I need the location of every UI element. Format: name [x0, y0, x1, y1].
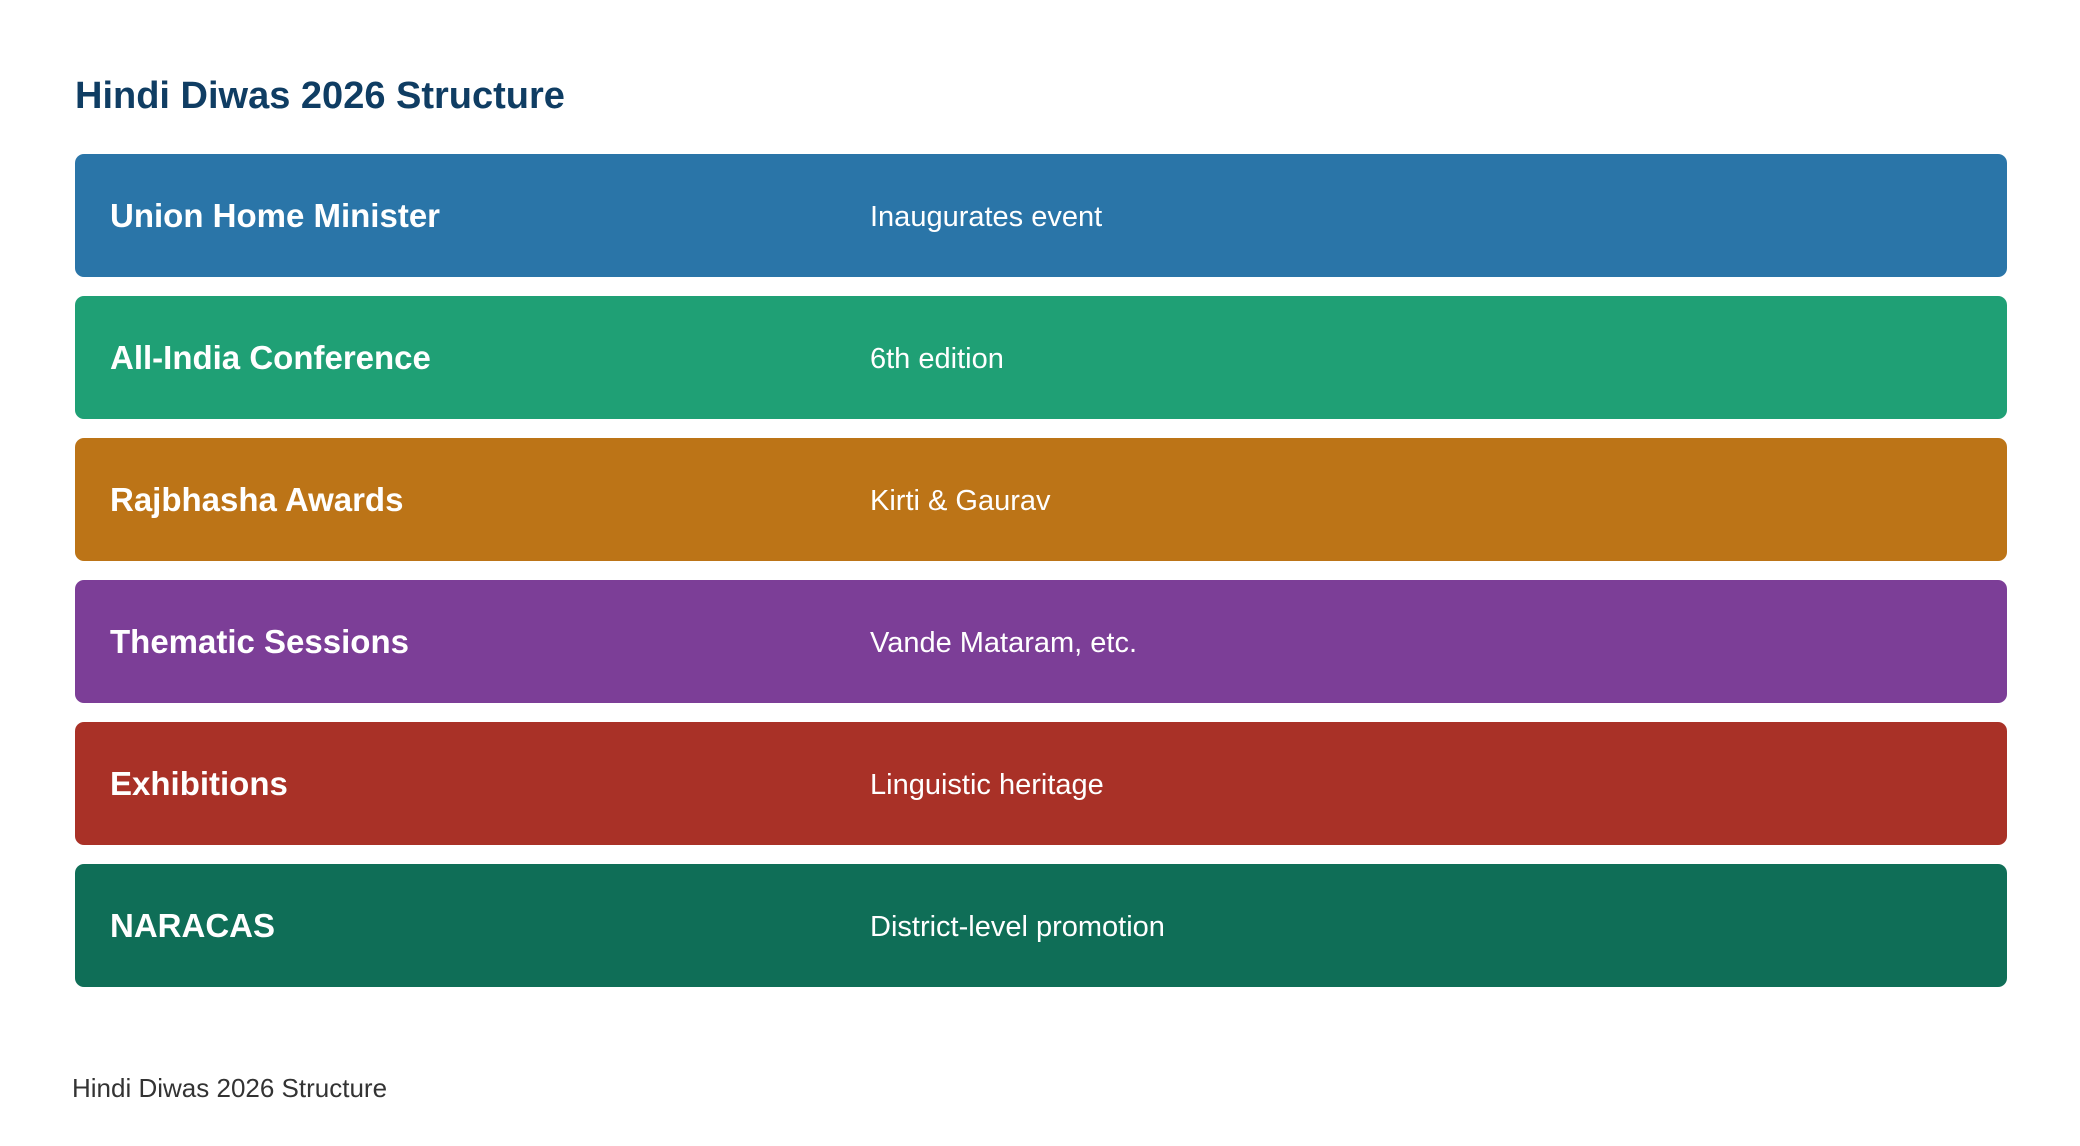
row-label: Exhibitions — [110, 765, 288, 802]
row-label: Union Home Minister — [110, 197, 441, 234]
row-label: Thematic Sessions — [110, 623, 409, 660]
row-description: Vande Mataram, etc. — [870, 627, 1138, 659]
row-exhibitions: Exhibitions Linguistic heritage — [75, 722, 2007, 845]
row-thematic-sessions: Thematic Sessions Vande Mataram, etc. — [75, 580, 2007, 703]
row-label: Rajbhasha Awards — [110, 481, 404, 518]
row-description: Linguistic heritage — [870, 769, 1104, 801]
row-naracas: NARACAS District-level promotion — [75, 864, 2007, 987]
row-description: 6th edition — [870, 343, 1004, 375]
row-all-india-conference: All-India Conference 6th edition — [75, 296, 2007, 419]
row-label: All-India Conference — [110, 339, 431, 376]
figure-caption: Hindi Diwas 2026 Structure — [72, 1073, 388, 1103]
row-description: District-level promotion — [870, 911, 1165, 943]
row-union-home-minister: Union Home Minister Inaugurates event — [75, 154, 2007, 277]
diagram-title: Hindi Diwas 2026 Structure — [75, 75, 565, 117]
row-rajbhasha-awards: Rajbhasha Awards Kirti & Gaurav — [75, 438, 2007, 561]
row-description: Inaugurates event — [870, 201, 1103, 233]
row-label: NARACAS — [110, 907, 275, 944]
row-description: Kirti & Gaurav — [870, 485, 1051, 517]
structure-rows: Union Home Minister Inaugurates event Al… — [75, 154, 2007, 1006]
